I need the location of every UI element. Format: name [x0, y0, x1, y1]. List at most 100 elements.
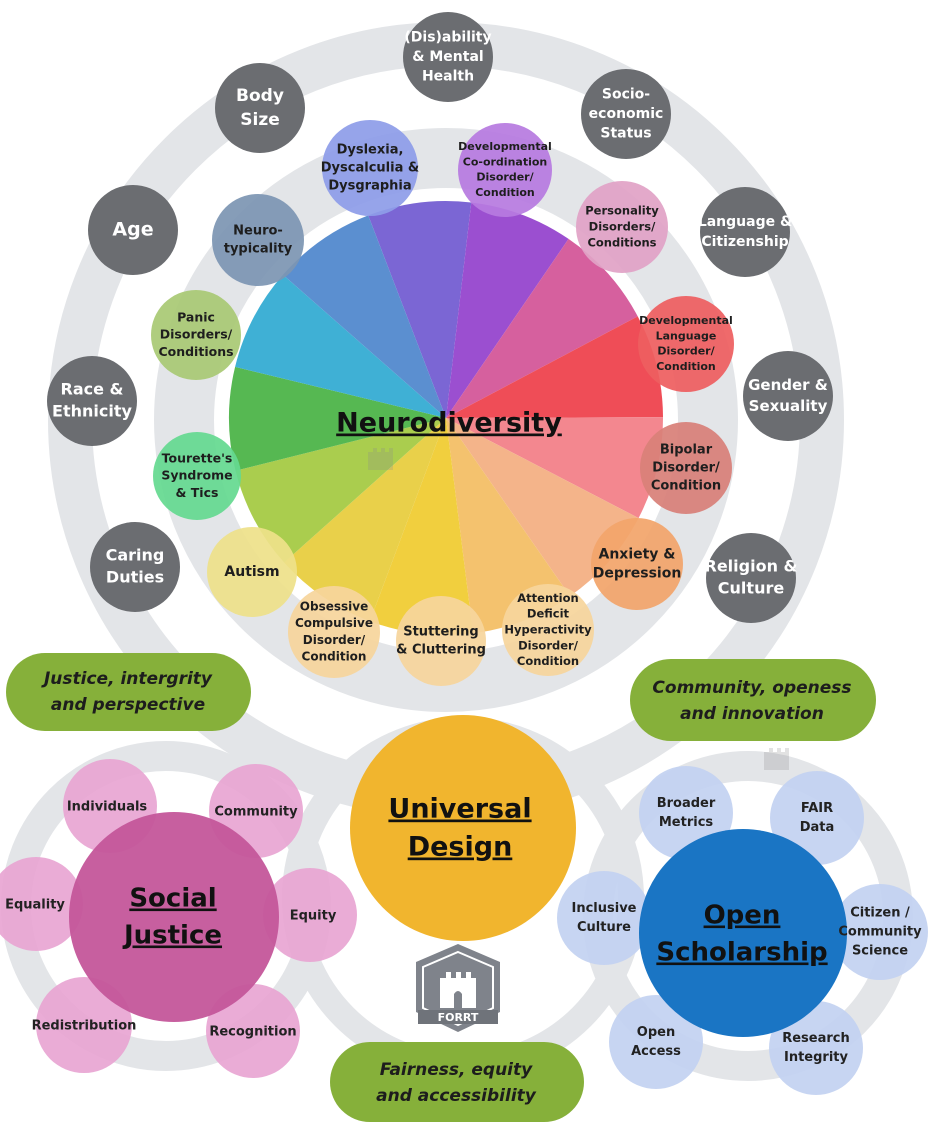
social-justice: Social Justice Individuals Community Equ… — [0, 759, 357, 1078]
condition-label-1-line-1: Developmental — [458, 140, 552, 153]
condition-label-1-line-2: Co-ordination — [463, 155, 548, 168]
connector-justice-line2: and perspective — [51, 695, 205, 715]
condition-label-12-line-2: & Cluttering — [396, 642, 486, 657]
sj-item-redistribution: Redistribution — [32, 1019, 137, 1034]
os-item-bg-open-access — [609, 995, 703, 1089]
identity-label-5-line-2: Ethnicity — [52, 402, 132, 421]
identity-label-4-line-1: Language & — [698, 214, 792, 230]
condition-circle-7 — [153, 432, 241, 520]
wheel-slice-1 — [446, 202, 569, 418]
identity-label-6-line-1: Gender & — [748, 376, 828, 394]
condition-label-5-line-1: Panic — [177, 309, 215, 324]
condition-label-11-line-1: Obsessive — [300, 600, 368, 614]
wheel-slice-6 — [446, 418, 570, 634]
condition-label-10-line-4: Disorder/ — [518, 638, 579, 652]
condition-label-6-line-3: Condition — [651, 478, 721, 493]
sj-item-bg-equity — [263, 868, 357, 962]
condition-circle-8 — [591, 518, 683, 610]
condition-label-1-line-4: Condition — [475, 186, 535, 199]
condition-label-0-line-3: Dysgraphia — [328, 178, 411, 193]
connector-pill-justice — [6, 653, 251, 731]
identity-circle-5 — [47, 356, 137, 446]
wheel-slice-7 — [369, 418, 474, 635]
identity-label-1-line-2: Size — [240, 110, 280, 130]
identity-label-3-line-1: Age — [112, 219, 153, 241]
identity-circle-2 — [581, 69, 671, 159]
os-item-5-line-2: Integrity — [784, 1050, 849, 1065]
condition-label-2-line-2: typicality — [224, 241, 293, 256]
condition-label-11-line-4: Condition — [302, 649, 367, 663]
condition-label-7-line-2: Syndrome — [161, 468, 232, 483]
wheel-slice-0 — [368, 200, 472, 418]
connector-fairness-line1: Fairness, equity — [380, 1060, 533, 1080]
forrt-logo-text: FORRT — [438, 1011, 479, 1024]
condition-label-4-line-2: Language — [656, 329, 717, 342]
outer-identity-circles: (Dis)ability& MentalHealthBodySizeSocio-… — [47, 12, 833, 623]
universal-design-circle — [350, 715, 576, 941]
os-item-bg-research-integrity — [769, 1001, 863, 1095]
watermark-castle-icon-2 — [764, 748, 789, 770]
connector-community-line2: and innovation — [680, 704, 824, 724]
condition-label-4-line-4: Condition — [656, 360, 716, 373]
wheel-slice-8 — [284, 418, 446, 622]
forrt-logo-banner — [418, 1010, 498, 1024]
connector-pill-community — [630, 659, 876, 741]
condition-label-0-line-1: Dyslexia, — [337, 143, 404, 158]
os-item-5-line-1: Research — [782, 1031, 850, 1046]
identity-label-7-line-1: Caring — [106, 545, 165, 564]
identity-circle-7 — [90, 522, 180, 612]
wheel-slice-11 — [235, 274, 446, 418]
identity-label-0-line-2: & Mental — [412, 49, 483, 65]
open-scholarship-line1: Open — [704, 901, 781, 931]
condition-label-9-line-1: Autism — [224, 564, 279, 580]
condition-label-10-line-1: Attention — [517, 591, 578, 605]
open-scholarship-circle — [639, 829, 847, 1037]
os-item-3-line-2: Community — [838, 925, 922, 940]
identity-label-7-line-2: Duties — [106, 568, 164, 587]
wheel-slice-4 — [446, 417, 664, 519]
condition-label-5-line-2: Disorders/ — [160, 327, 233, 342]
sj-item-individuals: Individuals — [67, 800, 148, 815]
os-item-0-line-2: Metrics — [659, 815, 714, 830]
os-item-bg-citizen-science — [832, 884, 928, 980]
identity-circle-1 — [215, 63, 305, 153]
identity-circle-3 — [88, 185, 178, 275]
identity-label-5-line-1: Race & — [61, 379, 124, 398]
social-justice-line1: Social — [129, 884, 216, 914]
condition-circles: Dyslexia,Dyscalculia &DysgraphiaDevelopm… — [151, 120, 734, 686]
connector-community-line1: Community, openess — [652, 678, 851, 698]
faint-logo-watermark — [368, 448, 789, 770]
wheel-slice-9 — [235, 418, 446, 563]
identity-label-1-line-1: Body — [236, 86, 284, 106]
condition-label-12-line-1: Stuttering — [403, 625, 479, 640]
condition-label-11-line-2: Compulsive — [295, 616, 373, 630]
condition-circle-4 — [638, 296, 734, 392]
condition-label-2-line-1: Neuro- — [233, 224, 283, 239]
wheel-slice-3 — [446, 316, 663, 418]
forrt-logo-inner — [422, 950, 494, 1027]
connector-fairness-line2: and accessibility — [376, 1086, 537, 1106]
os-item-1-line-1: FAIR — [801, 801, 833, 816]
social-justice-circle — [69, 812, 279, 1022]
identity-label-4-line-2: Citizenship — [701, 234, 788, 250]
social-justice-line2: Justice — [122, 921, 222, 951]
condition-label-5-line-3: Conditions — [158, 344, 233, 359]
condition-label-6-line-2: Disorder/ — [652, 461, 720, 476]
sj-item-equity: Equity — [290, 909, 337, 924]
os-item-labels: BroaderMetricsFAIRDataInclusiveCultureCi… — [572, 796, 923, 1065]
condition-label-3-line-2: Disorders/ — [589, 220, 656, 234]
identity-circle-4 — [700, 187, 790, 277]
identity-label-2-line-1: Socio- — [602, 86, 650, 102]
condition-circle-1 — [458, 123, 552, 217]
sj-item-bg-equality — [0, 857, 83, 951]
wheel-slice-5 — [446, 418, 639, 597]
os-item-bg-inclusive-culture — [557, 871, 651, 965]
connector-pill-fairness — [330, 1042, 584, 1122]
condition-circle-6 — [640, 422, 732, 514]
condition-circle-2 — [212, 194, 304, 286]
open-scholarship: Open Scholarship BroaderMetricsFAIRDataI… — [557, 766, 928, 1095]
condition-label-3-line-1: Personality — [585, 204, 659, 218]
os-item-0-line-1: Broader — [657, 796, 716, 811]
connector-fairness: Fairness, equity and accessibility — [330, 1042, 584, 1122]
identity-label-8-line-1: Religion & — [705, 556, 798, 575]
